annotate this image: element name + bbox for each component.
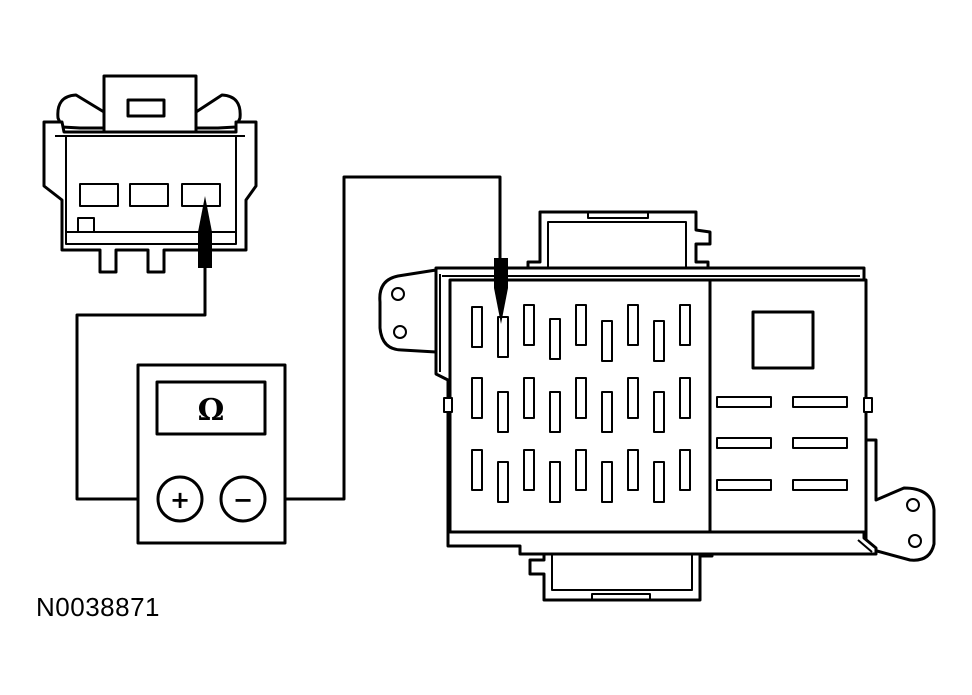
terminal-slot	[550, 462, 560, 502]
mounting-hole-right-1	[907, 499, 919, 511]
module-bottom-ribs	[592, 594, 650, 600]
terminal-slot	[602, 392, 612, 432]
positive-test-lead	[77, 265, 205, 499]
terminal-slot	[550, 392, 560, 432]
terminal-slot	[498, 462, 508, 502]
terminal-slot	[680, 305, 690, 345]
terminal-slot	[524, 378, 534, 418]
module-shell-edge	[440, 274, 872, 552]
terminal-slot	[472, 307, 482, 347]
terminal-slot	[472, 450, 482, 490]
terminal-slot	[576, 305, 586, 345]
horizontal-slot	[717, 480, 771, 490]
connector-lock-tab	[128, 100, 164, 116]
mounting-hole-left-1	[392, 288, 404, 300]
terminal-slot	[628, 305, 638, 345]
negative-jack-symbol: −	[233, 486, 253, 514]
terminal-slot	[628, 450, 638, 490]
mounting-ear-right	[866, 440, 934, 560]
terminal-slot	[628, 378, 638, 418]
terminal-cavity-2	[130, 184, 168, 206]
connector-latch-right	[196, 95, 240, 128]
mounting-hole-right-2	[909, 535, 921, 547]
horizontal-slot	[717, 438, 771, 448]
connector-latch-left	[58, 95, 104, 128]
mounting-hole-left-2	[394, 326, 406, 338]
probe-tip-negative	[494, 258, 508, 324]
terminal-slot	[576, 378, 586, 418]
figure-id-label: N0038871	[36, 592, 160, 622]
probe-tip-positive	[198, 196, 212, 268]
horizontal-slot	[717, 397, 771, 407]
terminal-slot	[654, 392, 664, 432]
negative-jack	[221, 477, 265, 521]
harness-connector	[44, 76, 256, 272]
terminal-slot	[524, 305, 534, 345]
module-assembly	[380, 212, 934, 600]
positive-jack-symbol: +	[170, 486, 190, 514]
module-top-ribs	[588, 212, 648, 218]
side-clip-left	[444, 398, 452, 412]
mounting-ear-left	[380, 270, 436, 352]
terminal-slot	[524, 450, 534, 490]
negative-test-lead	[264, 177, 500, 499]
terminal-slot	[576, 450, 586, 490]
terminal-slot	[680, 378, 690, 418]
terminal-cavity-1	[80, 184, 118, 206]
terminal-slot	[602, 321, 612, 361]
module-square-cavity	[753, 312, 813, 368]
ohm-symbol: Ω	[198, 393, 225, 428]
positive-jack	[158, 477, 202, 521]
horizontal-slot-grid	[717, 397, 847, 490]
terminal-slot	[654, 321, 664, 361]
terminal-slot	[498, 392, 508, 432]
terminal-cavity-small	[78, 218, 94, 232]
horizontal-slot	[793, 397, 847, 407]
side-clip-right	[864, 398, 872, 412]
test-leads	[77, 177, 500, 499]
terminal-slot	[550, 319, 560, 359]
terminal-slot-grid	[472, 305, 690, 502]
terminal-slot	[498, 317, 508, 357]
terminal-slot	[472, 378, 482, 418]
horizontal-slot	[793, 480, 847, 490]
terminal-slot	[680, 450, 690, 490]
terminal-cavity-3	[182, 184, 220, 206]
horizontal-slot	[793, 438, 847, 448]
meter-display	[157, 382, 265, 434]
terminal-slot	[654, 462, 664, 502]
module-top-window	[548, 222, 686, 270]
terminal-slot	[602, 462, 612, 502]
multimeter: Ω + −	[138, 365, 285, 543]
